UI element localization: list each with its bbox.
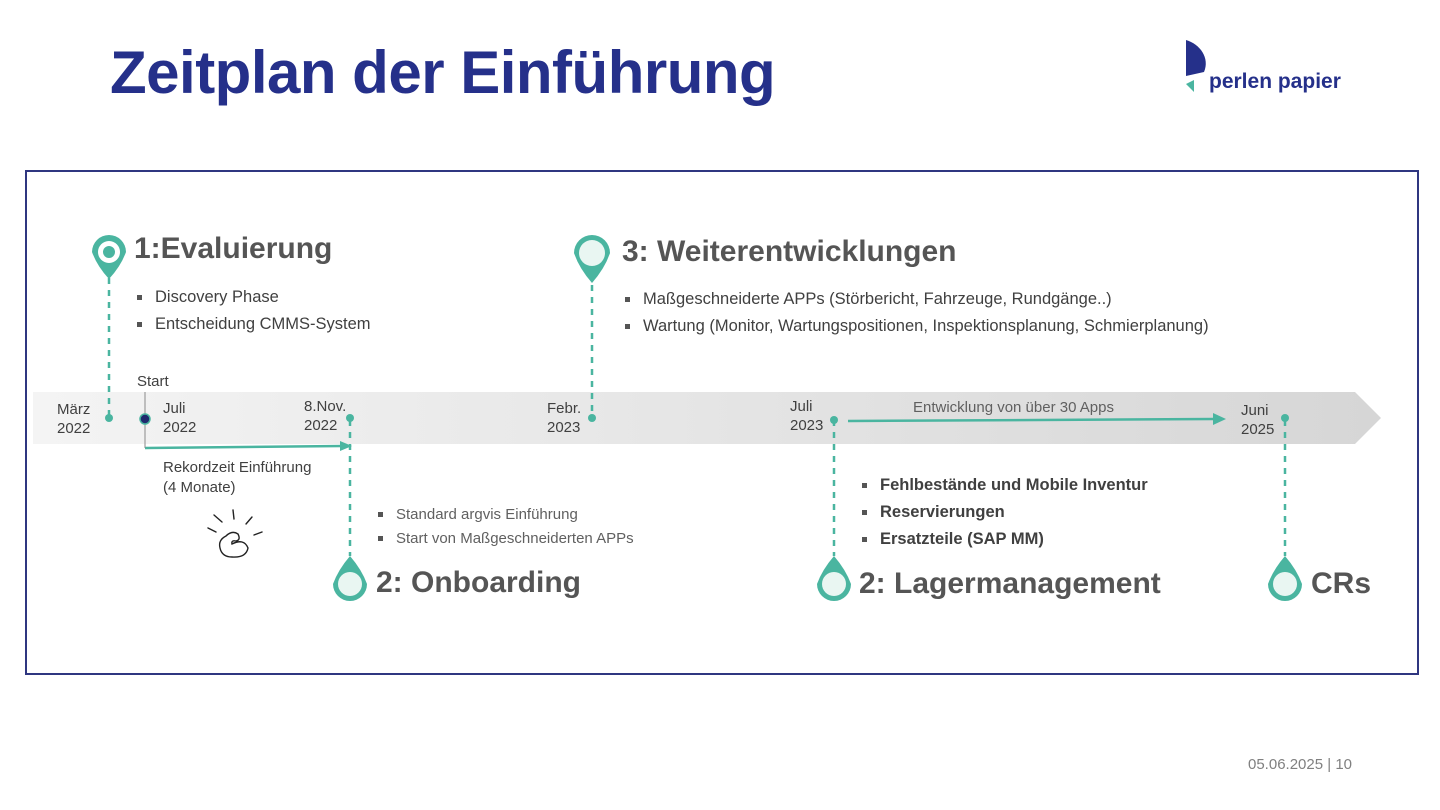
pin-weiterentwicklungen-icon <box>574 235 610 283</box>
perlen-papier-logo-icon <box>1186 40 1206 92</box>
list-item: Maßgeschneiderte APPs (Störbericht, Fahr… <box>623 286 1209 313</box>
footer-date: 05.06.2025 <box>1248 756 1324 773</box>
list-item: Wartung (Monitor, Wartungspositionen, In… <box>623 313 1209 340</box>
timeline-band <box>33 392 1381 444</box>
logo-text: perlen papier <box>1209 70 1341 93</box>
page-number: 10 <box>1335 756 1352 773</box>
pin-lagermanagement-icon <box>817 556 851 601</box>
record-note: Rekordzeit Einführung(4 Monate) <box>163 459 312 496</box>
phase-lagermanagement-bullets: Fehlbestände und Mobile Inventur Reservi… <box>860 472 1148 553</box>
dot-juni-2025 <box>1281 414 1289 422</box>
list-item: Discovery Phase <box>135 284 371 311</box>
dot-feb-2023 <box>588 414 596 422</box>
pin-evaluierung-icon <box>92 235 126 279</box>
list-item: Fehlbestände und Mobile Inventur <box>860 472 1148 499</box>
dot-nov-2022 <box>346 414 354 422</box>
flexed-biceps-icon <box>207 509 263 558</box>
phase-lagermanagement-title: 2: Lagermanagement <box>859 567 1161 600</box>
content-frame <box>25 170 1419 675</box>
list-item: Entscheidung CMMS-System <box>135 311 371 338</box>
apps-note: Entwicklung von über 30 Apps <box>913 399 1114 416</box>
date-nov-2022: 8.Nov.2022 <box>304 398 347 434</box>
dot-juli-2023 <box>830 416 838 424</box>
list-item: Reservierungen <box>860 499 1148 526</box>
phase-evaluierung-title: 1:Evaluierung <box>134 232 333 265</box>
phase-evaluierung-bullets: Discovery Phase Entscheidung CMMS-System <box>135 284 371 338</box>
record-arrow <box>144 444 343 450</box>
phase-weiterentwicklungen-bullets: Maßgeschneiderte APPs (Störbericht, Fahr… <box>623 286 1209 340</box>
list-item: Start von Maßgeschneiderten APPs <box>376 527 634 551</box>
apps-arrow <box>847 417 1215 423</box>
phase-crs-title: CRs <box>1311 567 1372 600</box>
phase-onboarding-bullets: Standard argvis Einführung Start von Maß… <box>376 503 634 551</box>
phase-weiterentwicklungen-title: 3: Weiterentwicklungen <box>622 235 957 268</box>
phase-onboarding-title: 2: Onboarding <box>376 566 581 599</box>
pin-onboarding-icon <box>333 556 367 601</box>
list-item: Ersatzteile (SAP MM) <box>860 526 1148 553</box>
date-feb-2023: Febr.2023 <box>547 400 582 436</box>
list-item: Standard argvis Einführung <box>376 503 634 527</box>
pin-crs-icon <box>1268 556 1302 601</box>
dot-maerz-2022 <box>105 414 113 422</box>
start-label: Start <box>137 373 169 390</box>
footer: 05.06.2025 | 10 <box>1248 756 1352 773</box>
dot-start <box>139 413 151 425</box>
page-title: Zeitplan der Einführung <box>110 39 776 106</box>
